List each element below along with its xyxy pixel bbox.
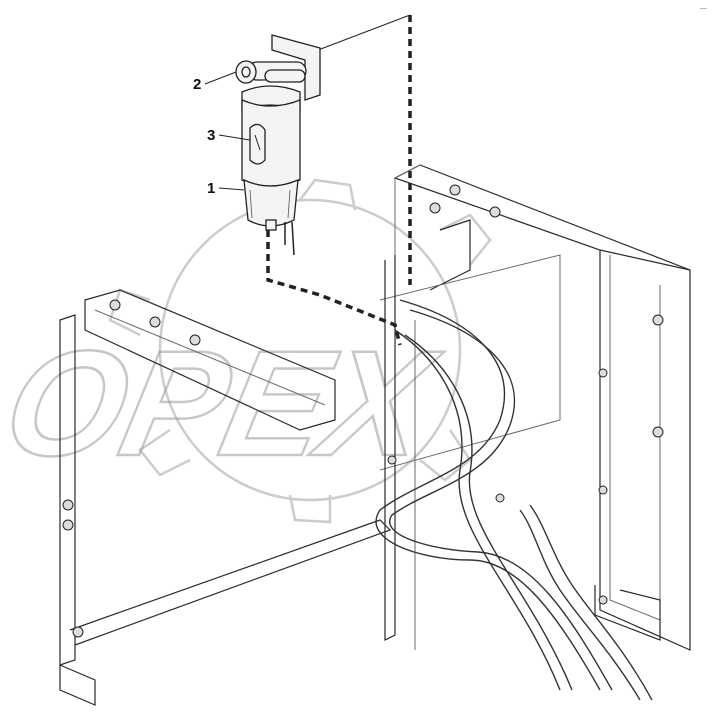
bolt: [109, 299, 121, 311]
fuel-lines: [266, 15, 412, 346]
callout-2-label: 2: [193, 76, 201, 93]
bolt: [72, 626, 84, 638]
bolt: [62, 519, 74, 531]
bolts: [62, 184, 664, 638]
cabinet-frame: [59, 164, 691, 706]
bolt: [387, 455, 397, 465]
callout-2: 2: [193, 71, 237, 93]
leader-line-return: [304, 14, 411, 56]
filter-bowl: [243, 178, 299, 256]
bolt: [489, 206, 501, 218]
bolt: [149, 316, 161, 328]
watermark: OPEX: [0, 178, 492, 524]
bolt: [652, 426, 664, 438]
hoses: [375, 299, 653, 701]
callout-3: 3: [207, 127, 251, 144]
bolt: [62, 499, 74, 511]
bolt: [189, 334, 201, 346]
callout-1-label: 1: [207, 180, 215, 197]
fuel-filter-assembly: [235, 34, 321, 256]
bolt: [449, 184, 461, 196]
watermark-text: OPEX: [0, 321, 451, 488]
mounting-bracket: [235, 34, 321, 101]
corner-mark: —: [700, 5, 707, 12]
sight-window: [249, 123, 266, 165]
callout-3-label: 3: [207, 127, 215, 144]
bolt: [598, 485, 608, 495]
callouts: 2 3 1: [193, 71, 251, 197]
bolt: [598, 368, 608, 378]
bolt: [429, 202, 441, 214]
bolt: [652, 314, 664, 326]
bolt: [495, 493, 505, 503]
bolt: [598, 595, 608, 605]
callout-1: 1: [207, 180, 245, 197]
